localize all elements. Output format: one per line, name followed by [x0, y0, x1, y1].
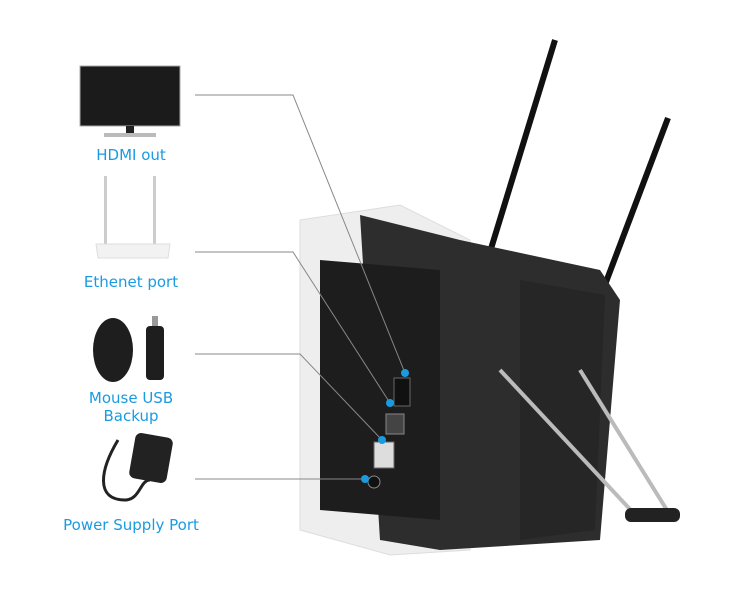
label-backup: Backup: [103, 407, 159, 425]
label-power: Power Supply Port: [63, 516, 199, 534]
router-icon: [95, 176, 171, 259]
label-mouse-usb: Mouse USB: [88, 389, 174, 407]
monitor-icon: [79, 65, 181, 137]
dvr-device: [299, 39, 680, 556]
port-markers: [361, 369, 409, 483]
usb-drive-icon: [146, 316, 164, 380]
mouse-icon: [93, 318, 133, 382]
label-hdmi: HDMI out: [96, 146, 166, 164]
leader-lines: [195, 94, 406, 480]
antenna-left: [483, 39, 558, 266]
label-ethernet: Ethenet port: [83, 273, 179, 291]
power-adapter-icon: [102, 433, 173, 502]
antenna-right: [600, 116, 671, 292]
